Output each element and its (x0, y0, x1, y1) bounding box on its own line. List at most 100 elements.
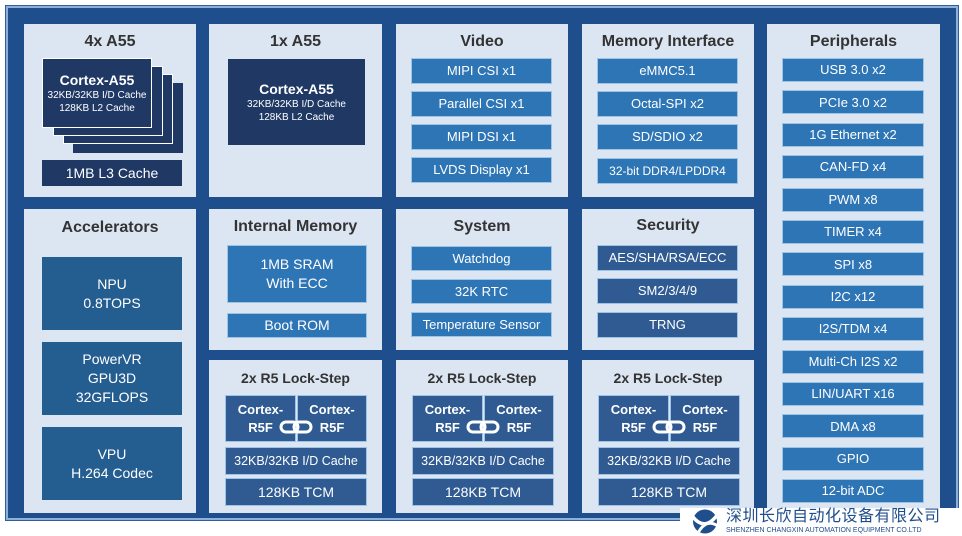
cortex-r5f-core: Cortex- R5F (670, 395, 740, 442)
l3-cache: 1MB L3 Cache (42, 160, 182, 186)
cortex-a55-core: Cortex-A55 32KB/32KB I/D Cache 128KB L2 … (228, 59, 365, 145)
core-model: R5F (506, 419, 532, 435)
core-name: Cortex-A55 (259, 80, 334, 97)
video-item: MIPI DSI x1 (411, 124, 552, 150)
core-name: Cortex- (309, 401, 355, 417)
r5-tcm: 128KB TCM (412, 478, 554, 506)
peripheral-item: CAN-FD x4 (782, 155, 924, 180)
lockstep-link-icon (652, 420, 686, 434)
peripheral-item: PWM x8 (782, 187, 924, 212)
panel-title: Memory Interface (601, 33, 735, 50)
panel-title: 4x A55 (84, 33, 136, 50)
company-name-cn: 深圳长欣自动化设备有限公司 (726, 508, 941, 525)
core-model: R5F (248, 419, 273, 435)
system-item: Temperature Sensor (411, 312, 552, 337)
core-l2: 128KB L2 Cache (258, 112, 335, 124)
panel-memory-interface: Memory Interface eMMC5.1 Octal-SPI x2 SD… (582, 24, 754, 197)
panel-system: System Watchdog 32K RTC Temperature Sens… (396, 209, 568, 350)
core-name: Cortex- (610, 401, 657, 417)
peripheral-item: 12-bit ADC (782, 479, 924, 504)
panel-title: 2x R5 Lock-Step (241, 370, 350, 386)
panel-title: System (453, 218, 511, 235)
security-item: SM2/3/4/9 (597, 278, 738, 304)
vpu-label: VPU (97, 445, 127, 462)
sram-size: 1MB SRAM (260, 256, 334, 273)
panel-title: Accelerators (61, 219, 159, 236)
cortex-r5f-core: Cortex- R5F (484, 395, 554, 442)
panel-security: Security AES/SHA/RSA/ECC SM2/3/4/9 TRNG (582, 209, 754, 350)
core-name: Cortex-A55 (59, 71, 135, 88)
video-item: MIPI CSI x1 (411, 58, 552, 84)
memif-item: SD/SDIO x2 (597, 124, 738, 150)
panel-title: 2x R5 Lock-Step (613, 370, 723, 386)
peripheral-item: DMA x8 (782, 414, 924, 439)
r5-tcm: 128KB TCM (225, 478, 367, 506)
sram-ecc: With ECC (266, 275, 328, 291)
memif-item: 32-bit DDR4/LPDDR4 (597, 158, 738, 184)
peripheral-item: SPI x8 (782, 252, 924, 277)
memif-item: eMMC5.1 (597, 58, 738, 84)
panel-video: Video MIPI CSI x1 Parallel CSI x1 MIPI D… (396, 24, 568, 197)
r5-cache: 32KB/32KB I/D Cache (412, 447, 554, 475)
panel-title: 2x R5 Lock-Step (427, 370, 537, 386)
cortex-r5f-core: Cortex- R5F (225, 395, 296, 442)
cortex-r5f-core: Cortex- R5F (598, 395, 669, 442)
peripheral-item: 1G Ethernet x2 (782, 122, 924, 147)
npu-label: NPU (97, 275, 127, 292)
vpu-codec: H.264 Codec (71, 464, 153, 481)
r5-tcm: 128KB TCM (598, 478, 740, 506)
npu-perf: 0.8TOPS (83, 294, 141, 311)
core-cache: 32KB/32KB I/D Cache (247, 99, 346, 111)
gpu-type: GPU3D (87, 370, 137, 387)
core-name: Cortex- (237, 401, 284, 417)
core-model: R5F (319, 419, 345, 435)
boot-rom: Boot ROM (227, 313, 367, 338)
panel-title: Internal Memory (233, 218, 358, 235)
core-cache: 32KB/32KB I/D Cache (47, 90, 147, 102)
cortex-a55-core: Cortex-A55 32KB/32KB I/D Cache 128KB L2 … (42, 58, 152, 128)
security-item: TRNG (597, 312, 738, 338)
panel-title: 1x A55 (270, 33, 321, 50)
peripheral-item: PCIe 3.0 x2 (782, 90, 924, 115)
lockstep-link-icon (279, 420, 313, 434)
core-model: R5F (692, 419, 718, 435)
vpu-block: VPU H.264 Codec (42, 427, 182, 500)
core-name: Cortex- (496, 401, 542, 417)
panel-1x-a55: 1x A55 Cortex-A55 32KB/32KB I/D Cache 12… (209, 24, 382, 197)
video-item: Parallel CSI x1 (411, 91, 552, 117)
peripheral-item: LIN/UART x16 (782, 382, 924, 406)
lockstep-link-icon (466, 420, 500, 434)
peripheral-item: Multi-Ch I2S x2 (782, 349, 924, 374)
company-name-en: SHENZHEN CHANGXIN AUTOMATION EQUIPMENT C… (726, 527, 922, 534)
cortex-r5f-core: Cortex- R5F (297, 395, 367, 442)
peripheral-item: I2S/TDM x4 (782, 317, 924, 342)
panel-title: Video (460, 33, 504, 50)
memif-item: Octal-SPI x2 (597, 91, 738, 117)
system-item: Watchdog (411, 246, 552, 271)
peripheral-item: GPIO (782, 446, 924, 471)
gpu-perf: 32GFLOPS (75, 388, 149, 405)
r5-cache: 32KB/32KB I/D Cache (598, 447, 740, 475)
core-name: Cortex- (682, 401, 728, 417)
core-l2: 128KB L2 Cache (59, 103, 135, 115)
company-logo-icon (691, 509, 720, 534)
system-item: 32K RTC (411, 279, 552, 304)
cortex-r5f-core: Cortex- R5F (412, 395, 483, 442)
panel-4x-a55: 4x A55 Cortex-A55 32KB/32KB I/D Cache 12… (24, 24, 196, 197)
gpu-label: PowerVR (82, 351, 142, 368)
panel-internal-memory: Internal Memory 1MB SRAM With ECC Boot RO… (209, 209, 382, 350)
video-item: LVDS Display x1 (411, 157, 552, 183)
panel-r5-lock-step: 2x R5 Lock-Step Cortex- R5F Cortex- R5F 32… (396, 360, 568, 513)
peripheral-item: USB 3.0 x2 (782, 58, 924, 82)
panel-r5-lock-step: 2x R5 Lock-Step Cortex- R5F Cortex- R5F 32… (209, 360, 382, 513)
core-name: Cortex- (424, 401, 471, 417)
security-item: AES/SHA/RSA/ECC (597, 245, 738, 271)
r5-cache: 32KB/32KB I/D Cache (225, 447, 367, 475)
peripheral-item: TIMER x4 (782, 220, 924, 244)
core-model: R5F (621, 419, 646, 435)
core-model: R5F (435, 419, 460, 435)
company-logo: 深圳长欣自动化设备有限公司 SHENZHEN CHANGXIN AUTOMATI… (680, 508, 962, 536)
